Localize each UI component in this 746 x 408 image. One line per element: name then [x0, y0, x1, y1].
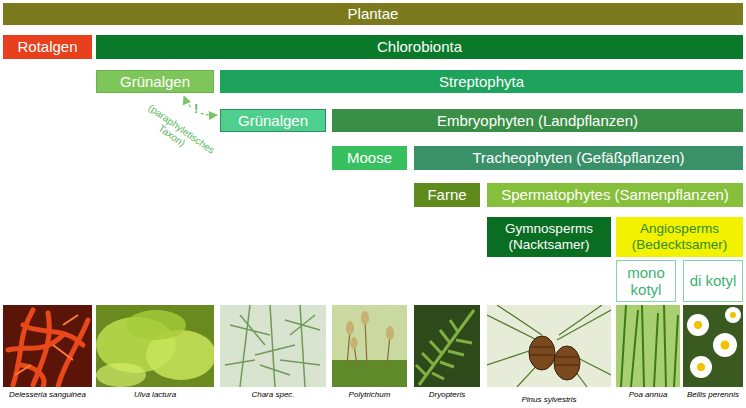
taxon-band: di kotyl — [683, 260, 743, 302]
taxon-name: mono kotyl — [617, 264, 675, 299]
dashed-arrow — [184, 96, 217, 115]
photo-caption: Ulva lactura — [96, 390, 214, 399]
taxon-band: Tracheophyten (Gefäßpflanzen) — [414, 146, 743, 170]
photo-caption: Poa annua — [616, 390, 680, 399]
taxon-name: Rotalgen — [14, 38, 80, 55]
photo-caption: Delesseria sanguinea — [3, 390, 92, 399]
taxon-name: Chlorobionta — [374, 38, 465, 55]
taxon-name: Tracheophyten (Gefäßpflanzen) — [469, 149, 687, 166]
taxon-name: Spermatophytes (Samenpflanzen) — [498, 186, 732, 203]
photo-ulva — [96, 305, 216, 387]
taxon-band: Spermatophytes (Samenpflanzen) — [487, 183, 743, 207]
taxon-name: Angiosperms (Bedecktsamer) — [616, 221, 743, 252]
taxon-band: Streptophyta — [220, 70, 743, 93]
taxon-band: Rotalgen — [3, 35, 92, 59]
taxon-band: Chlorobionta — [96, 35, 743, 59]
taxon-name: Moose — [344, 149, 395, 166]
taxon-band: Grünalgen — [220, 109, 326, 132]
photo-caption: Dryopteris — [414, 390, 480, 399]
taxon-band: Angiosperms (Bedecktsamer) — [616, 217, 743, 257]
taxon-band: Gymnosperms (Nacktsamer) — [487, 217, 611, 257]
taxon-band: Moose — [332, 146, 407, 170]
photo-chara — [220, 305, 326, 387]
photo-caption: Chara spec. — [220, 390, 326, 399]
taxon-name: Grünalgen — [235, 112, 311, 129]
taxon-name: Gymnosperms (Nacktsamer) — [487, 221, 611, 252]
taxon-band: Farne — [414, 183, 480, 207]
edge-label: ! — [192, 102, 200, 115]
photo-caption: Pinus sylvestris — [487, 395, 611, 404]
taxon-name: di kotyl — [687, 272, 740, 289]
photo-fern — [414, 305, 480, 387]
photo-pine — [487, 305, 611, 387]
taxon-band: mono kotyl — [616, 260, 676, 302]
taxon-name: Grünalgen — [117, 73, 193, 90]
kingdom-band: Plantae — [3, 3, 743, 25]
photo-caption: Bellis perennis — [683, 390, 743, 399]
photo-grass — [616, 305, 680, 387]
taxon-name: Streptophyta — [436, 73, 527, 90]
photo-caption: Polytrichum — [332, 390, 407, 399]
photo-moss — [332, 305, 407, 387]
taxon-name: Plantae — [345, 5, 402, 22]
photo-daisy — [683, 305, 743, 387]
taxon-name: Embryophyten (Landpflanzen) — [434, 112, 641, 129]
taxon-band: Embryophyten (Landpflanzen) — [332, 109, 743, 132]
taxon-band: Grünalgen — [96, 70, 214, 93]
photo-delesseria — [3, 305, 92, 387]
taxon-name: Farne — [424, 186, 469, 203]
